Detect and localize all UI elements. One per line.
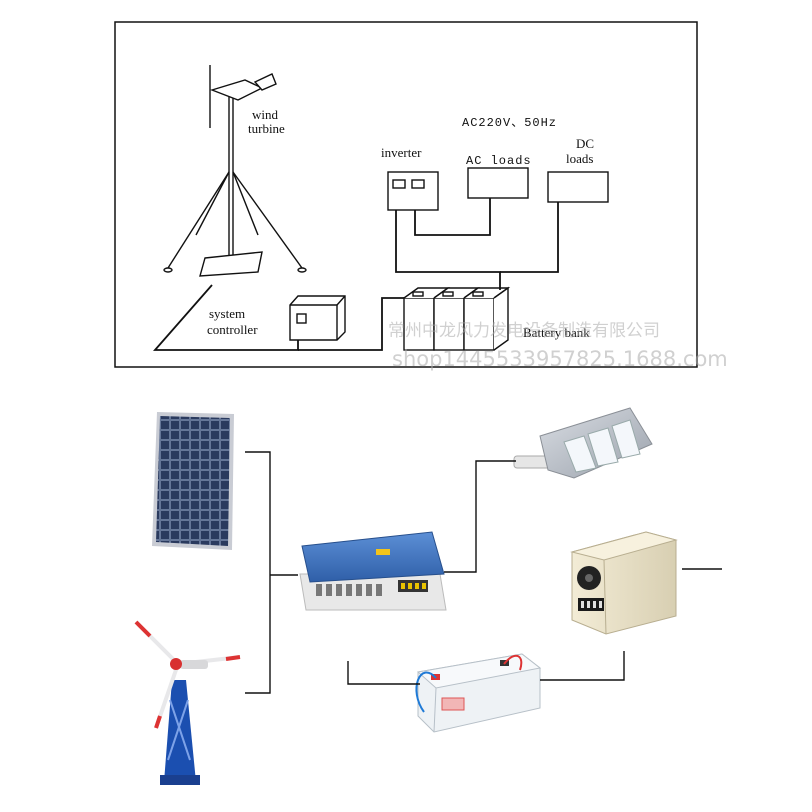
dc-loads-label: DC [576,136,595,151]
wind-turbine-image [134,620,241,785]
system-controller-box [289,295,346,341]
system-controller-label-2: controller [207,322,258,337]
battery-image [415,653,542,733]
product-wiring [245,451,722,694]
watermark-shop: shop1445533957825.1688.com [392,347,728,371]
street-lamp-image [513,407,653,479]
ac-loads-box [467,167,529,199]
dc-loads-label-2: loads [566,151,594,166]
system-controller-label: system [209,306,246,321]
inverter-image [570,531,678,635]
charge-controller-image [299,531,447,611]
schematic-wiring [153,198,559,351]
wind-turbine-label-2: turbine [248,121,285,136]
inverter-label: inverter [381,145,422,160]
ac-loads-label: AC loads [466,154,532,168]
battery-bank-sketch [403,286,511,351]
battery-bank-label: Battery bank [523,325,590,340]
watermark-company: 常州中龙风力发电设备制造有限公司 [388,321,660,341]
wind-turbine-sketch [163,65,307,277]
dc-loads-box [547,171,609,203]
solar-panel-image [152,412,234,550]
inverter-box [387,171,439,211]
wind-turbine-label: wind [252,107,278,122]
ac-spec-label: AC220V、50Hz [462,116,558,130]
